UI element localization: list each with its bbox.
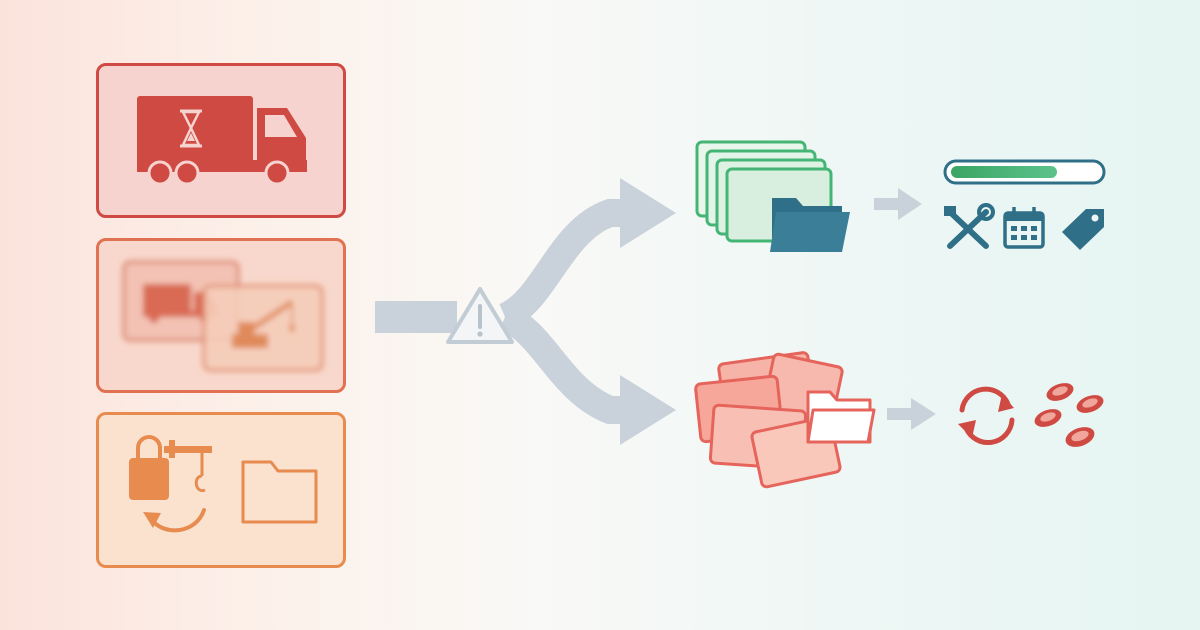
arrow-right-icon	[874, 188, 922, 220]
coins-icon	[1034, 383, 1104, 447]
tools-icon	[944, 203, 995, 249]
return-arrow-icon	[143, 508, 206, 533]
folder-icon	[770, 198, 850, 252]
progress-bar	[943, 159, 1106, 185]
flow-split-arrows	[375, 178, 676, 445]
blurred-equipment-frames	[122, 260, 324, 372]
hourglass-icon	[180, 109, 202, 148]
blurred-crane-icon	[232, 299, 296, 348]
locked-crane-icon	[129, 435, 212, 500]
folder-icon	[241, 460, 318, 524]
folder-icon	[806, 390, 876, 444]
warning-triangle-icon	[446, 287, 514, 344]
calendar-icon	[1003, 207, 1045, 249]
delivery-truck-icon	[137, 96, 307, 186]
tag-icon	[1062, 209, 1104, 250]
sync-icon	[958, 386, 1015, 446]
arrow-right-icon	[887, 398, 936, 430]
